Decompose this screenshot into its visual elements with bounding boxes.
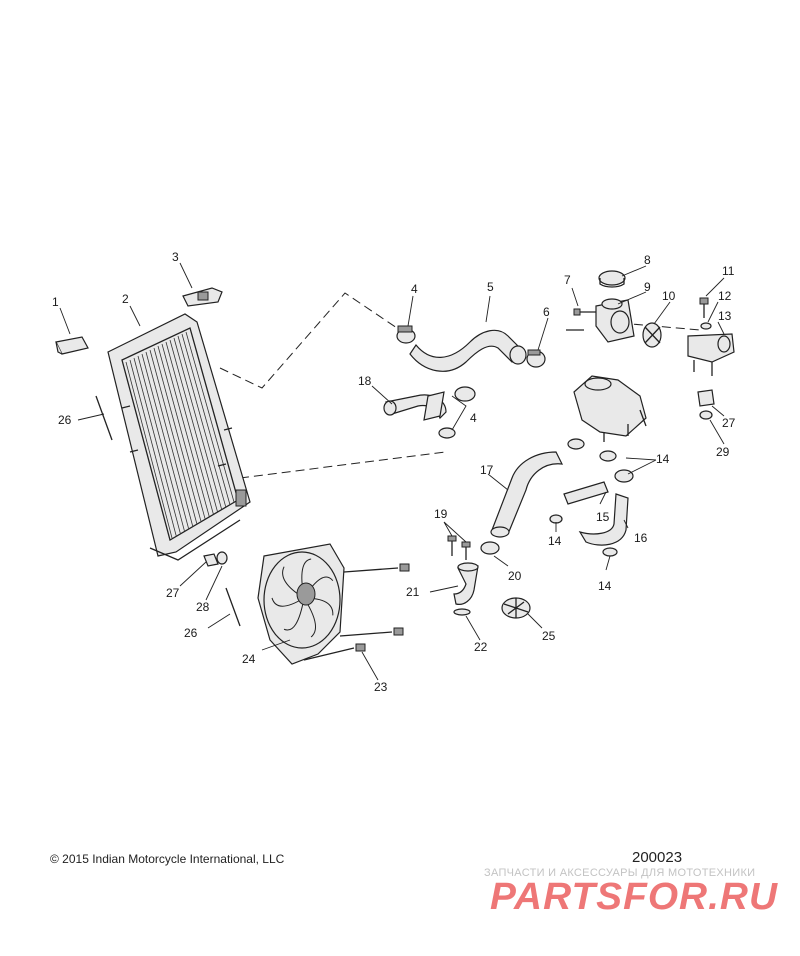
part-21-outlet-fitting <box>453 562 479 605</box>
part-10-thermostat <box>642 322 662 348</box>
part-3-bracket <box>182 287 223 307</box>
callout-27-right: 27 <box>722 416 736 430</box>
svg-text:PARTSFOR.RU: PARTSFOR.RU <box>490 876 779 917</box>
callout-labels: 1 2 3 4 4 5 6 7 8 9 10 11 12 13 14 14 14… <box>52 250 736 694</box>
callout-21: 21 <box>406 585 420 599</box>
part-25-impeller <box>501 597 531 619</box>
water-pump-housing <box>573 375 647 442</box>
part-15-hose <box>563 481 609 505</box>
part-28-spacer <box>216 551 228 565</box>
part-13-thermostat-cover <box>687 333 735 376</box>
callout-4-lower: 4 <box>470 411 477 425</box>
callout-25: 25 <box>542 629 556 643</box>
radiator-fin <box>129 359 177 536</box>
diagram-number: 200023 <box>632 849 683 866</box>
radiator-fin <box>149 349 198 524</box>
part-14-clamps <box>549 438 634 557</box>
part-1-grommet <box>55 336 89 355</box>
part-29-grommet <box>699 410 713 420</box>
radiator-fin <box>181 333 231 505</box>
callout-15: 15 <box>596 510 610 524</box>
callout-12: 12 <box>718 289 732 303</box>
callout-13: 13 <box>718 309 732 323</box>
part-20-clamp <box>480 541 500 555</box>
radiator-fin <box>125 361 173 539</box>
part-6-clamp <box>526 349 546 368</box>
radiator-fin <box>141 353 189 529</box>
radiator-fin <box>157 345 206 519</box>
part-27-bushing-left <box>203 553 219 567</box>
part-26-cable-tie-lower <box>225 587 241 627</box>
part-9-filler-neck <box>595 298 635 343</box>
part-2-radiator <box>107 313 251 561</box>
radiator-fin <box>153 347 202 522</box>
part-27-bushing-right <box>697 389 715 407</box>
callout-11: 11 <box>722 264 735 278</box>
callout-5: 5 <box>487 280 494 294</box>
part-7-bolt <box>573 308 598 316</box>
assembly-reference-lines <box>219 292 701 479</box>
callout-26-lower: 26 <box>184 626 198 640</box>
callout-4-upper: 4 <box>411 282 418 296</box>
part-24-cooling-fan <box>257 543 399 665</box>
callout-7: 7 <box>564 273 571 287</box>
callout-27-left: 27 <box>166 586 180 600</box>
radiator-outlet-stub <box>235 489 247 507</box>
radiator-fin <box>169 339 218 512</box>
callout-23: 23 <box>374 680 388 694</box>
callout-16: 16 <box>634 531 648 545</box>
part-26-cable-tie-upper <box>95 395 113 441</box>
callout-9: 9 <box>644 280 651 294</box>
watermark-tagline: ЗАПЧАСТИ И АКСЕССУАРЫ ДЛЯ МОТОТЕХНИКИ <box>484 867 756 879</box>
watermark-logo: PARTSFOR.RU <box>490 876 779 917</box>
radiator-fin <box>161 343 210 517</box>
radiator-fin <box>177 335 227 507</box>
part-4-clamp-upper <box>396 325 416 344</box>
callout-18: 18 <box>358 374 372 388</box>
leader-lines <box>59 262 725 681</box>
radiator-fin <box>133 357 181 534</box>
callout-22: 22 <box>474 640 488 654</box>
part-5-upper-hose <box>409 329 527 372</box>
radiator-fin <box>137 355 185 531</box>
callout-14-bottom: 14 <box>598 579 612 593</box>
part-8-radiator-cap <box>598 270 626 288</box>
part-11-bolt <box>699 297 709 318</box>
callout-6: 6 <box>543 305 550 319</box>
part-16-hose <box>578 493 629 546</box>
callout-24: 24 <box>242 652 256 666</box>
callout-19: 19 <box>434 507 448 521</box>
part-19-bolts <box>447 535 471 560</box>
callout-20: 20 <box>508 569 522 583</box>
part-12-washer <box>700 322 712 330</box>
copyright-notice: © 2015 Indian Motorcycle International, … <box>50 852 285 866</box>
callout-3: 3 <box>172 250 179 264</box>
radiator-fin <box>145 351 194 527</box>
callout-14-left: 14 <box>548 534 562 548</box>
callout-8: 8 <box>644 253 651 267</box>
part-4-clamp-lower <box>438 386 476 439</box>
radiator-fins <box>125 331 235 539</box>
callout-1: 1 <box>52 295 59 309</box>
callout-10: 10 <box>662 289 676 303</box>
callout-17: 17 <box>480 463 494 477</box>
callout-2: 2 <box>122 292 129 306</box>
callout-26-upper: 26 <box>58 413 72 427</box>
radiator-fin <box>185 331 235 503</box>
part-17-lower-hose <box>490 451 564 538</box>
callout-14-right: 14 <box>656 452 670 466</box>
part-23-nuts <box>355 563 410 652</box>
callout-29: 29 <box>716 445 730 459</box>
callout-28: 28 <box>196 600 210 614</box>
part-22-o-ring <box>453 608 471 616</box>
part-18-bypass-hose <box>383 391 447 421</box>
radiator-fin <box>165 341 214 515</box>
radiator-fin <box>173 337 222 510</box>
